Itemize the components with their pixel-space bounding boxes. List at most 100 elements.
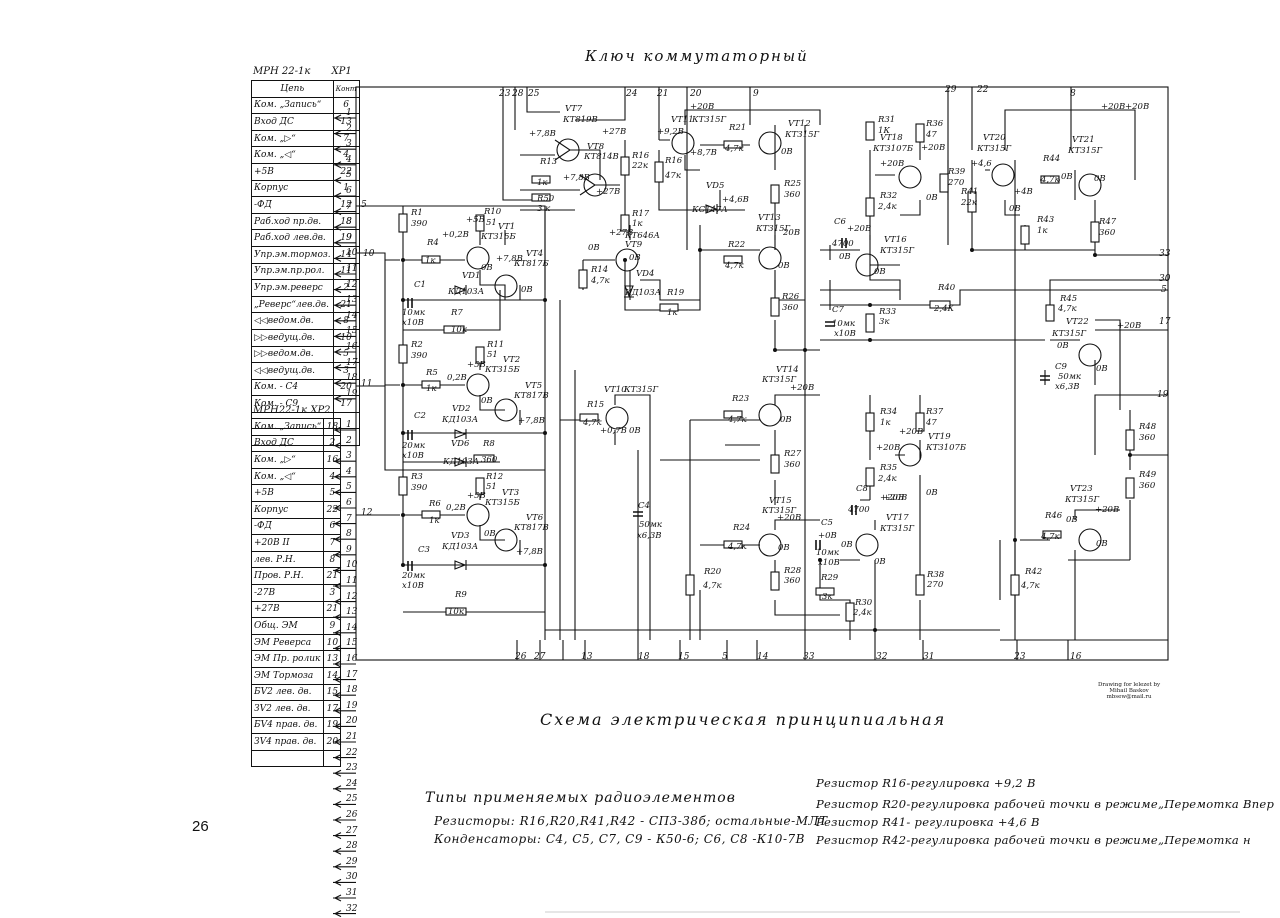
component-label: R50 bbox=[537, 194, 555, 204]
bus-number: 27 bbox=[533, 652, 546, 662]
c6-symbol bbox=[841, 238, 847, 248]
c5-symbol bbox=[815, 540, 821, 550]
r25-symbol bbox=[770, 184, 780, 204]
component-label: VT22 bbox=[1066, 317, 1089, 327]
component-label: 0В bbox=[629, 253, 641, 263]
vd5-symbol bbox=[705, 204, 718, 214]
pin-lead bbox=[333, 332, 356, 340]
table-row: ЗV2 лев. дв.17 bbox=[250, 700, 342, 718]
component-label: 3к bbox=[879, 317, 890, 327]
r49-symbol bbox=[1125, 477, 1135, 499]
vd6-symbol bbox=[454, 457, 467, 467]
component-label: 10к bbox=[451, 325, 467, 335]
pin-number: 28 bbox=[346, 841, 358, 852]
component-label: +20В bbox=[883, 493, 908, 503]
component-label: 1К bbox=[878, 126, 890, 136]
junction-dots bbox=[401, 248, 1132, 632]
credit-line: mbsew@mail.ru bbox=[1106, 694, 1152, 700]
bus-number: 11 bbox=[361, 379, 372, 389]
component-label: КТ315Г bbox=[1068, 146, 1103, 156]
component-label: R28 bbox=[784, 566, 802, 576]
component-label: 4,7к bbox=[728, 415, 747, 425]
pin-number: 3 bbox=[346, 139, 352, 150]
r43-symbol bbox=[1020, 225, 1030, 245]
c1-symbol bbox=[407, 298, 413, 308]
component-label: 4700 bbox=[848, 505, 870, 515]
resistor-symbols bbox=[398, 121, 1135, 622]
pin-number: 26 bbox=[346, 810, 358, 820]
c7-symbol bbox=[825, 321, 835, 327]
vt17-symbol bbox=[855, 533, 879, 557]
pin-lead bbox=[333, 800, 356, 808]
pin-number: 23 bbox=[346, 763, 358, 774]
r3-symbol bbox=[398, 476, 408, 496]
r19-symbol bbox=[659, 303, 679, 312]
component-label: 360 bbox=[1139, 481, 1156, 491]
pin-lead bbox=[333, 691, 356, 699]
pin-number: 18 bbox=[346, 373, 358, 384]
vt1-symbol bbox=[466, 246, 490, 270]
r14-symbol bbox=[578, 269, 588, 289]
vd3-symbol bbox=[454, 560, 467, 570]
vt15-symbol bbox=[758, 533, 782, 557]
pin-lead bbox=[333, 208, 356, 216]
r15-symbol bbox=[579, 413, 599, 422]
adjustment-note: Резистор R41- регулировка +4,6 В bbox=[816, 815, 1040, 829]
component-label: VD1 bbox=[462, 271, 481, 281]
component-label: 0В bbox=[1096, 539, 1108, 549]
c8-symbol bbox=[851, 505, 857, 515]
component-label: 0В bbox=[1061, 172, 1073, 182]
component-label: +20В bbox=[899, 427, 924, 437]
component-label: R43 bbox=[1037, 215, 1055, 225]
component-label: 3 к bbox=[537, 204, 551, 214]
component-label: R37 bbox=[926, 407, 944, 417]
vt12-symbol bbox=[758, 131, 782, 155]
pin-number: 13 bbox=[346, 295, 358, 306]
component-label: КТ817В bbox=[514, 523, 549, 533]
component-label: КТ315Г bbox=[785, 130, 820, 140]
component-label: +20В bbox=[1117, 321, 1142, 331]
r30-symbol bbox=[845, 602, 855, 622]
pin-number: 31 bbox=[346, 888, 358, 898]
component-label: 4700 bbox=[832, 239, 854, 249]
pin-lead bbox=[333, 473, 356, 481]
bus-number: 24 bbox=[625, 89, 638, 99]
pin-number: 4 bbox=[346, 466, 352, 477]
component-label: R10 bbox=[484, 207, 502, 217]
pin-number: 22 bbox=[346, 747, 358, 758]
pin-number: 10 bbox=[346, 560, 358, 571]
pin-number: 5 bbox=[346, 482, 352, 493]
bus-number: 5 bbox=[722, 652, 728, 662]
component-label: R7 bbox=[451, 308, 463, 318]
pin-lead bbox=[333, 535, 356, 543]
component-label: +0,7В bbox=[600, 426, 627, 436]
pin-number: 5 bbox=[346, 170, 352, 181]
r7-symbol bbox=[443, 325, 465, 334]
component-label: VT10 bbox=[604, 385, 627, 395]
component-label: 50мк bbox=[639, 520, 662, 530]
component-label: КТ3107Б bbox=[873, 144, 914, 154]
pin-lead bbox=[333, 176, 356, 184]
r46-symbol bbox=[1042, 530, 1062, 539]
component-label: 4,7к bbox=[583, 418, 602, 428]
component-label: КТ315Г bbox=[624, 385, 659, 395]
component-label: R5 bbox=[426, 368, 438, 378]
table-row: Ком. „◁“4 bbox=[251, 146, 360, 164]
component-label: +20В bbox=[777, 513, 802, 523]
pin-number: 27 bbox=[346, 825, 358, 836]
bus-number: 17 bbox=[1159, 317, 1171, 327]
component-label: 0В bbox=[484, 529, 496, 539]
pin-lead bbox=[333, 769, 356, 777]
component-label: КТ315Г bbox=[880, 524, 915, 534]
component-label: 0В bbox=[1057, 341, 1069, 351]
vt4-symbol bbox=[494, 274, 518, 298]
bus-number: 22 bbox=[976, 85, 989, 95]
component-label: R26 bbox=[782, 292, 800, 302]
component-label: 1к bbox=[880, 418, 891, 428]
page-title: Ключ коммутаторный bbox=[585, 47, 809, 65]
component-label: +27В bbox=[596, 187, 621, 197]
circuit-cell bbox=[250, 749, 325, 768]
component-label: +7,8В bbox=[563, 173, 590, 183]
